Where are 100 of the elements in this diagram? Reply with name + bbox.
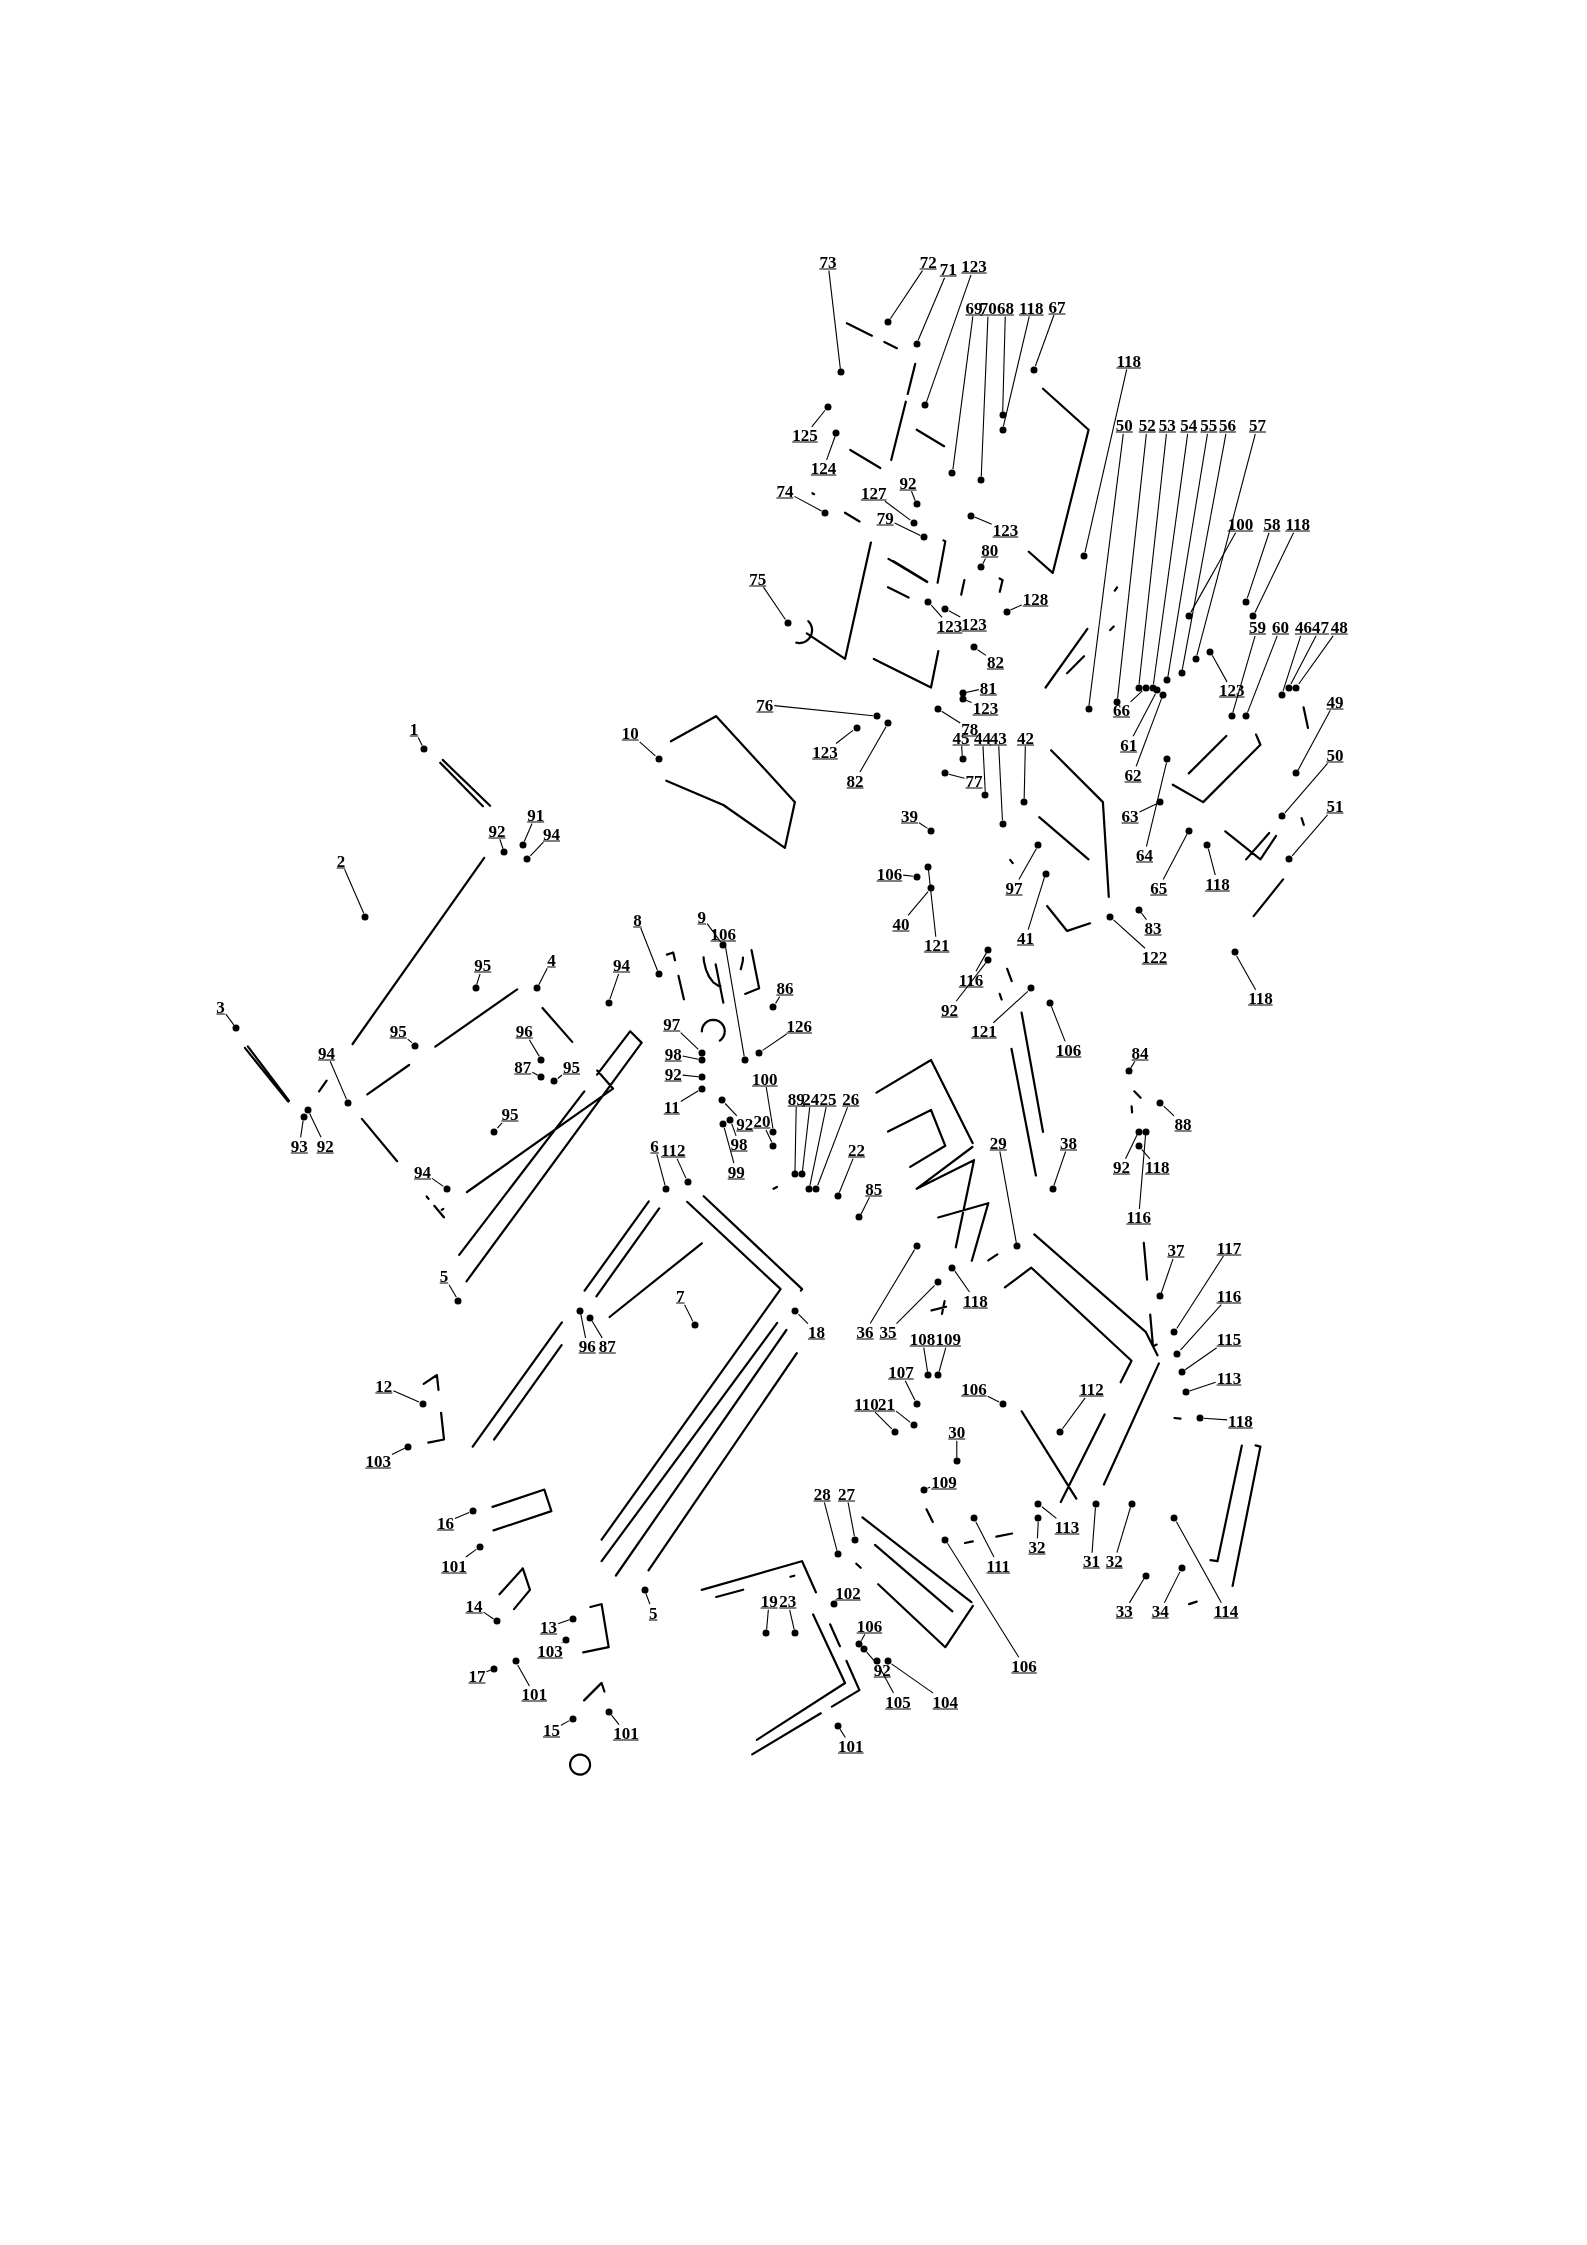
callout-number: 94 — [541, 825, 561, 843]
callout-number: 121 — [922, 936, 951, 954]
callout-number: 25 — [818, 1090, 838, 1108]
callout-number: 37 — [1166, 1241, 1186, 1259]
callout-number: 46 — [1293, 618, 1313, 636]
callout-number: 92 — [1112, 1158, 1131, 1176]
leader-line — [1125, 1134, 1138, 1160]
fastener-dot — [755, 1049, 763, 1057]
callout-number: 123 — [971, 699, 1000, 717]
leader-line — [1129, 690, 1143, 703]
callout-number: 84 — [1130, 1044, 1150, 1062]
fastener-dot — [719, 941, 727, 949]
callout-number: 50 — [1325, 746, 1345, 764]
leader-line — [874, 1411, 893, 1430]
leader-line — [797, 1313, 809, 1325]
callout-number: 116 — [1125, 1208, 1152, 1226]
fastener-dot — [853, 724, 860, 732]
leader-line — [894, 522, 921, 536]
fastener-dot — [977, 563, 985, 571]
leader-line — [656, 1153, 666, 1186]
leader-line — [609, 973, 620, 1000]
callout-number: 97 — [1004, 879, 1024, 897]
callout-number: 127 — [859, 484, 888, 502]
leader-line — [309, 1113, 322, 1138]
leader-line — [1190, 532, 1237, 613]
fastener-dot — [1249, 612, 1257, 620]
callout-number: 118 — [1227, 1412, 1254, 1430]
fastener-dot — [934, 1371, 942, 1379]
callout-number: 19 — [759, 1592, 779, 1610]
fastener-dot — [1178, 1564, 1186, 1572]
callout-number: 10 — [620, 724, 640, 742]
leader-line — [999, 1150, 1017, 1244]
fastener-dot — [1135, 1128, 1143, 1135]
callout-number: 92 — [940, 1001, 960, 1019]
fastener-dot — [1171, 1328, 1178, 1336]
callout-number: 11 — [662, 1098, 681, 1116]
leader-line — [982, 745, 986, 792]
leader-line — [794, 1106, 797, 1172]
leader-line — [1163, 1571, 1181, 1604]
fastener-dot — [1149, 684, 1157, 691]
leader-line — [465, 1548, 477, 1558]
leader-line — [680, 1090, 699, 1103]
callout-number: 15 — [541, 1721, 561, 1739]
callout-number: 111 — [985, 1557, 1012, 1574]
leader-line — [1207, 848, 1216, 876]
callout-number: 99 — [726, 1163, 746, 1181]
callout-number: 95 — [388, 1022, 408, 1040]
fastener-dot — [490, 1665, 498, 1673]
leader-line — [1128, 1578, 1145, 1604]
fastener-dot — [913, 340, 921, 348]
callout-number: 96 — [577, 1337, 597, 1355]
fastener-dot — [586, 1314, 594, 1322]
fastener-dot — [691, 1321, 699, 1329]
leader-line — [499, 838, 504, 850]
callout-number: 18 — [806, 1323, 826, 1341]
fastener-dot — [769, 1128, 777, 1135]
fastener-dot — [984, 946, 992, 954]
fastener-dot — [1142, 1128, 1150, 1135]
fastener-dot — [924, 863, 932, 871]
callout-number: 8 — [632, 911, 643, 929]
leader-line — [448, 1284, 457, 1298]
fastener-dot — [834, 1192, 842, 1200]
callout-number: 98 — [663, 1045, 683, 1063]
fastener-dot — [523, 855, 531, 863]
leader-line — [724, 1102, 738, 1117]
leader-line — [828, 270, 841, 370]
leader-line — [789, 1609, 795, 1630]
leader-line — [1297, 709, 1331, 771]
fastener-dot — [454, 1297, 462, 1305]
leader-line — [1138, 1134, 1147, 1210]
fastener-dot — [1034, 1500, 1042, 1508]
leader-line — [910, 490, 916, 502]
callout-number: 118 — [1204, 875, 1231, 893]
callout-number: 26 — [841, 1090, 861, 1108]
leader-line — [1138, 433, 1167, 685]
fastener-dot — [999, 426, 1007, 434]
callout-number: 101 — [440, 1557, 468, 1574]
callout-number: 83 — [1143, 919, 1163, 937]
leader-line — [891, 1663, 934, 1694]
callout-number: 73 — [818, 253, 838, 271]
callout-number: 112 — [659, 1141, 687, 1159]
fastener-dot — [1027, 984, 1035, 992]
leader-line — [1084, 368, 1128, 553]
callout-number: 86 — [775, 979, 795, 997]
callout-number: 95 — [500, 1105, 520, 1123]
callout-number: 42 — [1016, 729, 1036, 747]
fastener-dot — [1173, 1350, 1181, 1358]
callout-number: 58 — [1262, 515, 1282, 533]
leader-line — [992, 990, 1029, 1024]
fastener-dot — [891, 1428, 899, 1436]
callout-number: 118 — [1144, 1158, 1171, 1176]
leader-line — [1132, 693, 1156, 737]
fastener-dot — [805, 1185, 813, 1193]
callout-number: 33 — [1114, 1602, 1134, 1620]
leader-line — [907, 891, 929, 916]
callout-number: 118 — [1247, 989, 1274, 1007]
leader-line — [1135, 697, 1163, 767]
fastener-dot — [860, 1645, 868, 1653]
leader-line — [793, 495, 823, 512]
callout-number: 101 — [612, 1724, 640, 1742]
